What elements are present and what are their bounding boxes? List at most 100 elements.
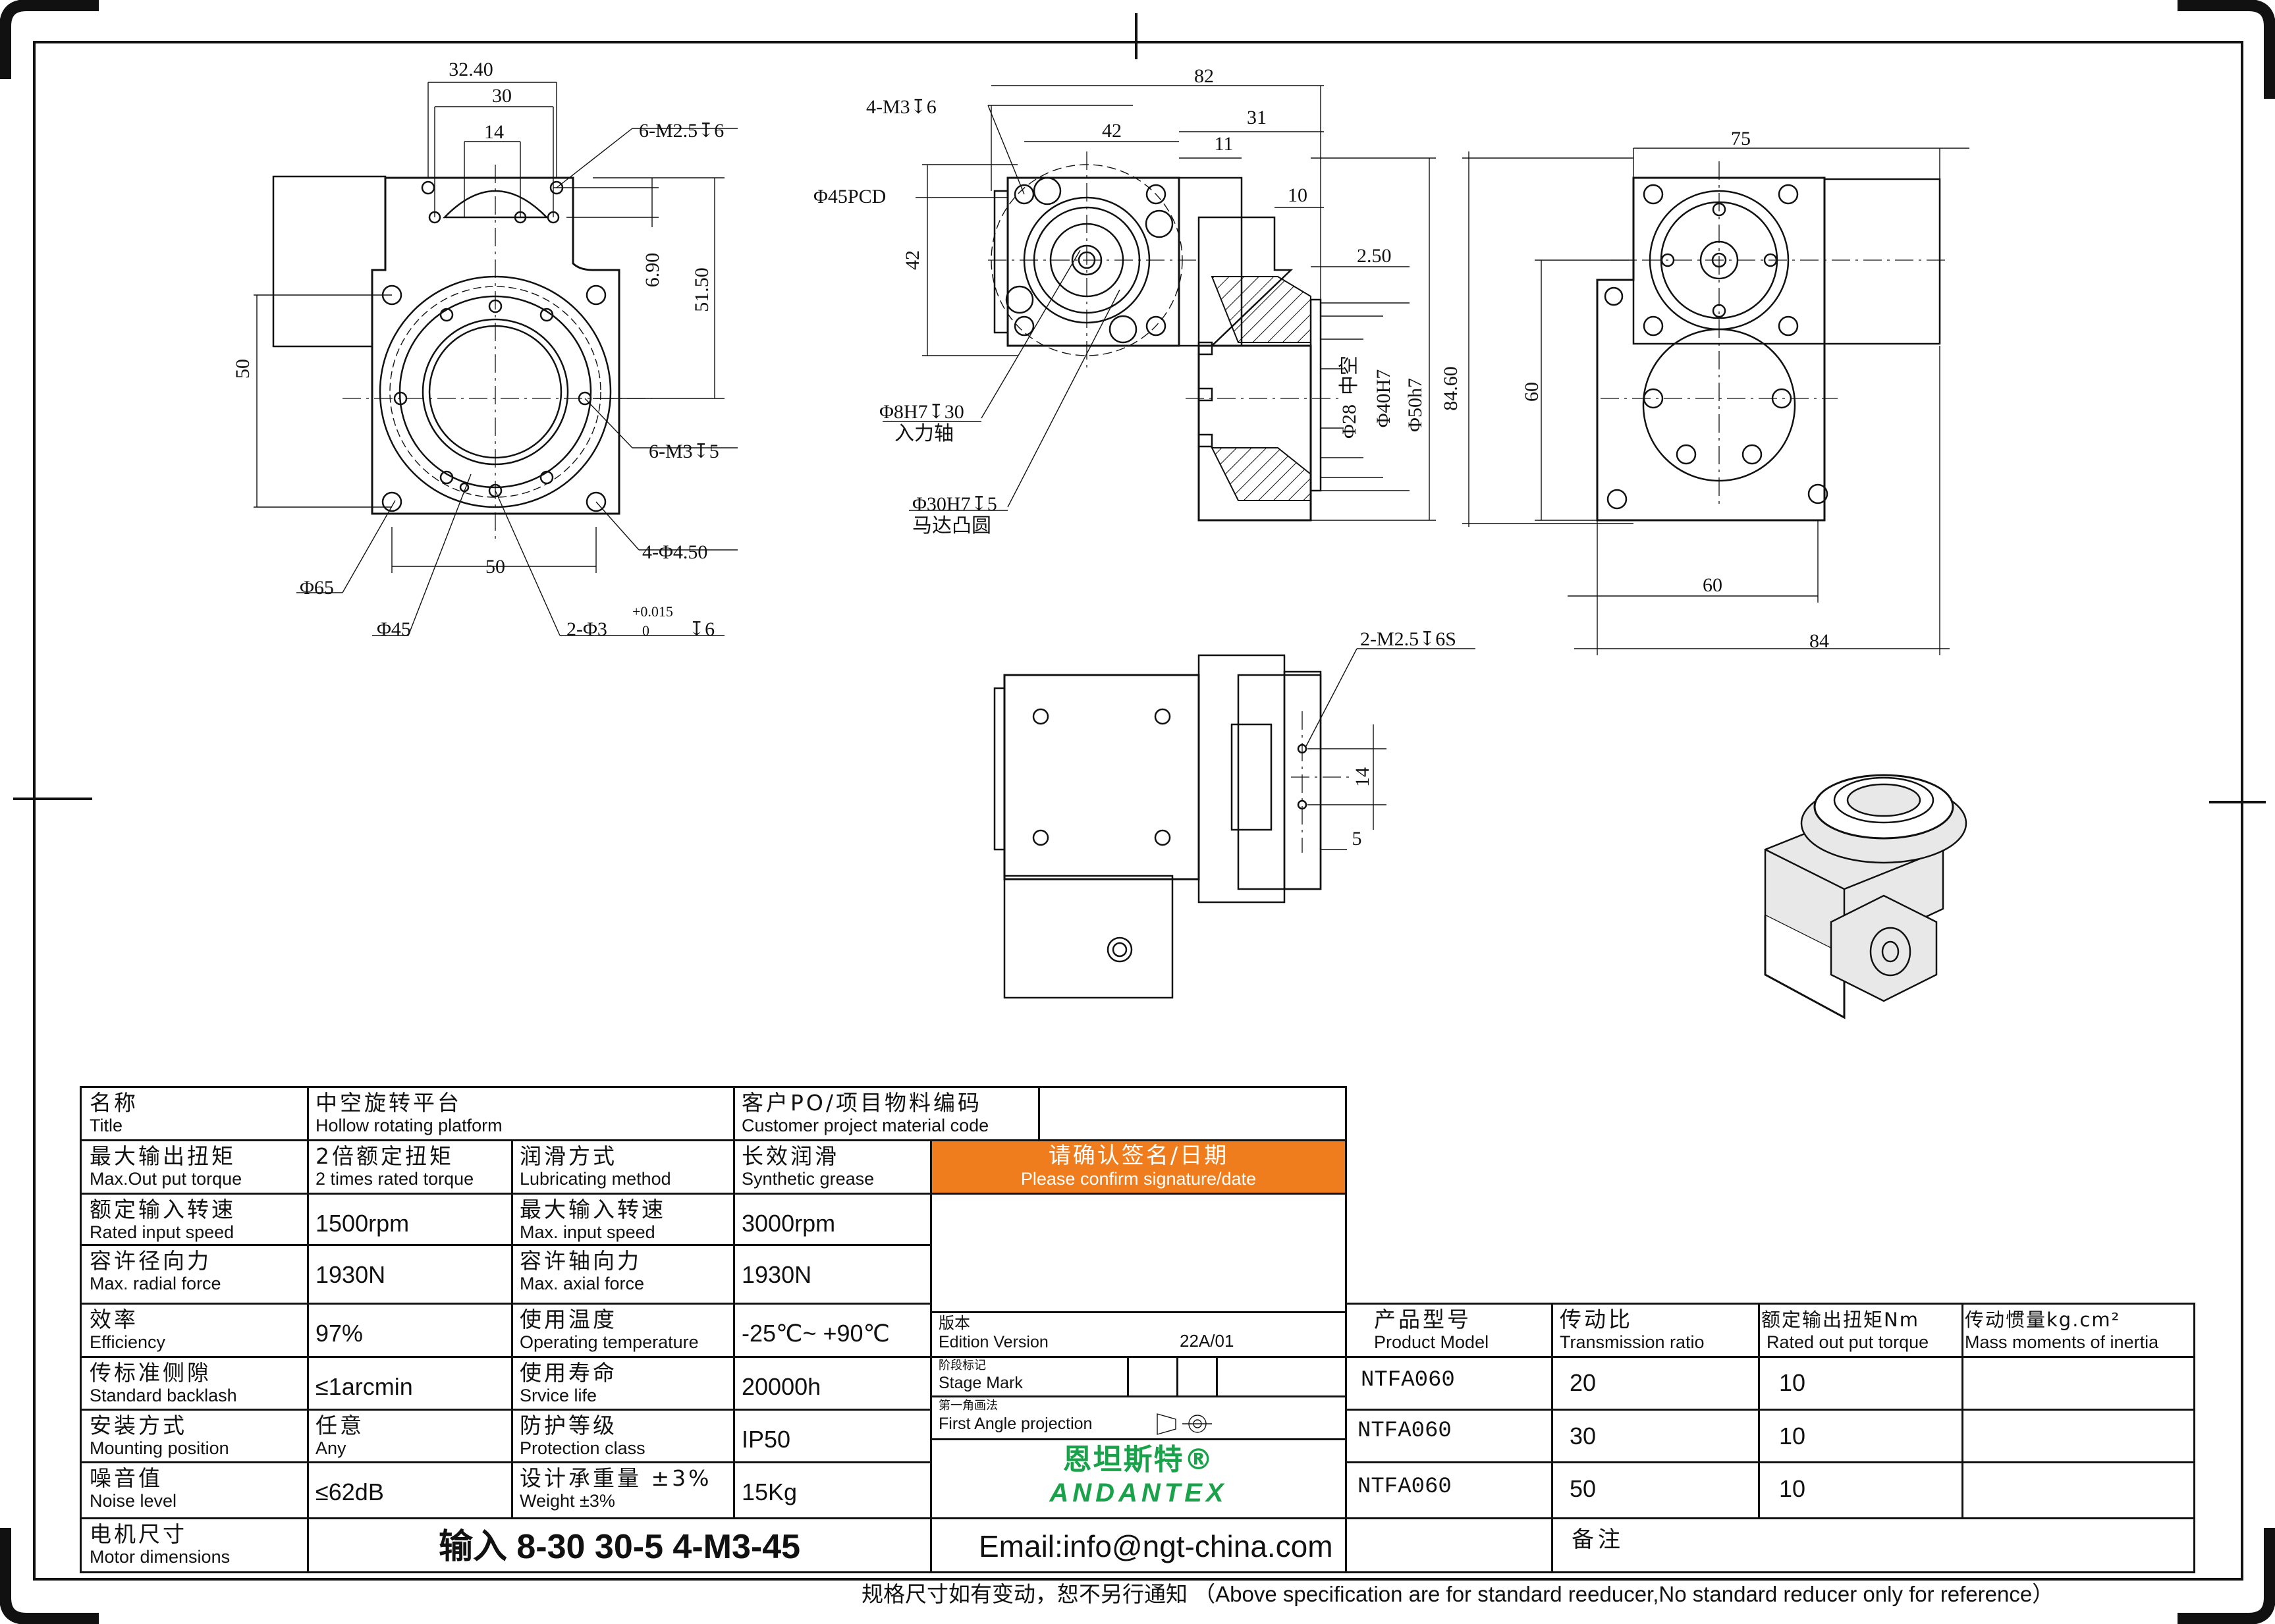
max-input-speed-label-en: Max. input speed bbox=[520, 1222, 655, 1242]
edition-value: 22A/01 bbox=[1180, 1331, 1234, 1351]
edition-label-en: Edition Version bbox=[939, 1333, 1049, 1351]
contact-email[interactable]: Email:info@ngt-china.com bbox=[979, 1529, 1333, 1563]
max-axial-force-value: 1930N bbox=[742, 1261, 812, 1288]
max-radial-force-label-zh: 容许径向力 bbox=[90, 1248, 211, 1274]
spec-row-inertia bbox=[1963, 1424, 2193, 1461]
spec-header-torque-en: Rated out put torque bbox=[1767, 1332, 1929, 1352]
noise-level-label-zh: 噪音值 bbox=[90, 1465, 163, 1491]
spec-header-torque-zh: 额定输出扭矩Nm bbox=[1761, 1309, 1919, 1331]
dim-31: 31 bbox=[1247, 107, 1267, 128]
confirm-signature-box[interactable]: 请确认签名/日期 Please confirm signature/date bbox=[932, 1141, 1345, 1193]
company-logo-en: ANDANTEX bbox=[1049, 1478, 1228, 1507]
noise-level-label-en: Noise level bbox=[90, 1491, 177, 1511]
standard-backlash-label-zh: 传标准侧隙 bbox=[90, 1360, 211, 1386]
motor-dimensions-value: 输入 8-30 30-5 4-M3-45 bbox=[438, 1528, 801, 1566]
weight-label-en: Weight ±3% bbox=[520, 1491, 615, 1511]
lubricating-method-label-en: Lubricating method bbox=[520, 1169, 671, 1189]
mounting-position-value-zh: 任意 bbox=[315, 1413, 364, 1438]
dim-32-40: 32.40 bbox=[449, 59, 493, 80]
spec-row-torque: 10 bbox=[1779, 1476, 1806, 1502]
projection-symbol bbox=[1157, 1413, 1212, 1435]
max-radial-force-value: 1930N bbox=[315, 1261, 386, 1288]
spec-header-inertia-zh: 传动惯量kg.cm² bbox=[1965, 1309, 2121, 1331]
service-life-label-en: Srvice life bbox=[520, 1386, 597, 1405]
motor-dimensions-label-zh: 电机尺寸 bbox=[90, 1521, 187, 1547]
dim-phi28: Φ28 bbox=[1338, 404, 1360, 439]
company-logo-zh: 恩坦斯特® bbox=[1062, 1443, 1215, 1476]
dim-75: 75 bbox=[1731, 128, 1751, 149]
spec-row-inertia bbox=[1963, 1476, 2193, 1513]
rated-input-speed-label-zh: 额定输入转速 bbox=[90, 1197, 236, 1222]
mounting-position-label-zh: 安装方式 bbox=[90, 1413, 187, 1438]
dim-50-left: 50 bbox=[232, 359, 254, 379]
title-value-zh: 中空旋转平台 bbox=[315, 1090, 462, 1116]
lubricating-method-value-en: Synthetic grease bbox=[742, 1169, 875, 1189]
view-bottom: 2-M2.5↧6S 14 5 bbox=[993, 628, 1475, 999]
corner-mark-bl bbox=[0, 1528, 99, 1624]
spec-header-product-model-en: Product Model bbox=[1374, 1332, 1489, 1352]
dim-60-horizontal: 60 bbox=[1703, 574, 1722, 596]
dim-phi40: Φ40H7 bbox=[1373, 369, 1394, 428]
dim-30: 30 bbox=[492, 85, 512, 107]
dim-84-60: 84.60 bbox=[1440, 366, 1462, 411]
customer-code-label-en: Customer project material code bbox=[742, 1116, 989, 1135]
max-input-speed-label-zh: 最大输入转速 bbox=[520, 1197, 666, 1222]
spec-row-torque: 10 bbox=[1779, 1370, 1806, 1396]
dim-2-phi3: 2-Φ3 bbox=[566, 618, 607, 640]
spec-row-model: NTFA060 bbox=[1361, 1368, 1455, 1393]
spec-row-model: NTFA060 bbox=[1357, 1475, 1452, 1500]
spec-row-torque: 10 bbox=[1779, 1424, 1806, 1449]
dim-4-phi4-50: 4-Φ4.50 bbox=[642, 541, 707, 563]
stage-mark-label-zh: 阶段标记 bbox=[939, 1359, 986, 1372]
dim-pcd: Φ45PCD bbox=[813, 186, 886, 207]
efficiency-label-en: Efficiency bbox=[90, 1332, 166, 1352]
label-input-shaft: 入力轴 bbox=[894, 423, 954, 445]
company-logo: 恩坦斯特® ANDANTEX bbox=[932, 1442, 1345, 1515]
dim-phi50: Φ50h7 bbox=[1404, 378, 1426, 432]
efficiency-label-zh: 效率 bbox=[90, 1307, 138, 1332]
dim-50-bottom: 50 bbox=[485, 556, 505, 578]
dim-82: 82 bbox=[1194, 65, 1214, 87]
lubricating-method-label-zh: 润滑方式 bbox=[520, 1143, 617, 1169]
dim-phi8: Φ8H7↧30 bbox=[879, 401, 964, 423]
dim-pin-tol-upper: +0.015 bbox=[632, 603, 673, 620]
isometric-view bbox=[1764, 774, 1967, 1019]
view-top: 32.40 30 14 6-M2.5↧6 6.90 51.50 50 6-M3↧… bbox=[232, 59, 738, 640]
confirm-signature-zh: 请确认签名/日期 bbox=[1048, 1143, 1229, 1169]
title-label-zh: 名称 bbox=[90, 1090, 138, 1116]
label-hollow: 中空 bbox=[1338, 356, 1360, 395]
operating-temperature-label-zh: 使用温度 bbox=[520, 1307, 617, 1332]
spec-row-inertia bbox=[1963, 1370, 2193, 1407]
spec-header-ratio-zh: 传动比 bbox=[1560, 1307, 1633, 1332]
operating-temperature-label-en: Operating temperature bbox=[520, 1332, 699, 1352]
customer-code-value[interactable] bbox=[1040, 1088, 1343, 1139]
projection-label-zh: 第一角画法 bbox=[939, 1399, 998, 1413]
weight-value: 15Kg bbox=[742, 1478, 798, 1505]
view-right: 75 60 60 84 bbox=[1462, 128, 1969, 655]
title-value-en: Hollow rotating platform bbox=[315, 1116, 503, 1135]
spec-header-inertia-en: Mass moments of inertia bbox=[1965, 1332, 2159, 1352]
operating-temperature-value: -25℃~ +90℃ bbox=[742, 1320, 890, 1347]
dim-14-vertical: 14 bbox=[1352, 767, 1373, 787]
spec-row-ratio: 50 bbox=[1570, 1476, 1597, 1502]
max-output-torque-value-en: 2 times rated torque bbox=[315, 1169, 474, 1189]
dim-84: 84 bbox=[1809, 630, 1829, 652]
dim-6-90: 6.90 bbox=[642, 253, 663, 288]
protection-class-label-en: Protection class bbox=[520, 1438, 645, 1458]
standard-backlash-value: ≤1arcmin bbox=[315, 1373, 413, 1400]
corner-mark-br bbox=[2178, 1528, 2275, 1624]
dim-11: 11 bbox=[1215, 133, 1234, 155]
lubricating-method-value-zh: 长效润滑 bbox=[742, 1143, 839, 1169]
dim-5: 5 bbox=[1352, 828, 1362, 850]
spec-row-ratio: 30 bbox=[1570, 1424, 1597, 1449]
weight-label-zh: 设计承重量 ±3% bbox=[520, 1465, 712, 1491]
corner-mark-tl bbox=[0, 0, 99, 79]
footer-note: 规格尺寸如有变动，恕不另行通知 （Above specification are… bbox=[862, 1582, 2054, 1606]
dim-10: 10 bbox=[1288, 184, 1307, 206]
dim-phi30: Φ30H7↧5 bbox=[912, 493, 997, 515]
service-life-value: 20000h bbox=[742, 1373, 821, 1400]
noise-level-value: ≤62dB bbox=[315, 1478, 384, 1505]
corner-mark-tr bbox=[2178, 0, 2275, 99]
customer-code-label-zh: 客户PO/项目物料编码 bbox=[742, 1090, 982, 1116]
